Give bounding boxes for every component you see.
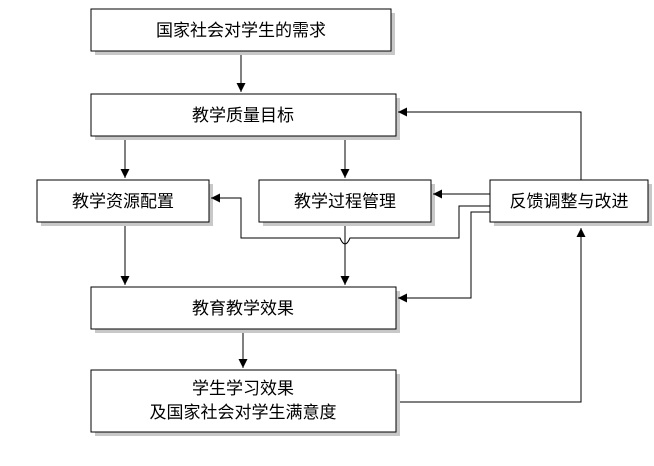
node-teaching-effect: 教育教学效果 <box>90 286 400 333</box>
node-teaching-effect-label: 教育教学效果 <box>192 299 294 319</box>
node-feedback: 反馈调整与改进 <box>489 179 652 226</box>
node-learning-effect-line1: 学生学习效果 <box>192 379 294 399</box>
node-learning-effect: 学生学习效果 及国家社会对学生满意度 <box>90 369 400 436</box>
edge-learning-to-feedback <box>400 228 586 403</box>
node-social-needs-label: 国家社会对学生的需求 <box>156 21 326 41</box>
edges <box>120 55 586 403</box>
edge-feedback-to-resources <box>211 193 490 245</box>
node-social-needs: 国家社会对学生的需求 <box>90 8 395 55</box>
node-learning-effect-line2: 及国家社会对学生满意度 <box>150 403 337 423</box>
node-quality-goals-label: 教学质量目标 <box>192 106 294 126</box>
node-quality-goals: 教学质量目标 <box>90 93 400 140</box>
edge-feedback-to-effect <box>398 211 490 303</box>
node-resource-allocation-label: 教学资源配置 <box>72 192 174 212</box>
edge-feedback-to-goals <box>398 107 582 180</box>
node-process-management-label: 教学过程管理 <box>294 192 396 212</box>
node-resource-allocation: 教学资源配置 <box>36 179 213 226</box>
node-process-management: 教学过程管理 <box>258 179 435 226</box>
node-feedback-label: 反馈调整与改进 <box>510 192 629 212</box>
